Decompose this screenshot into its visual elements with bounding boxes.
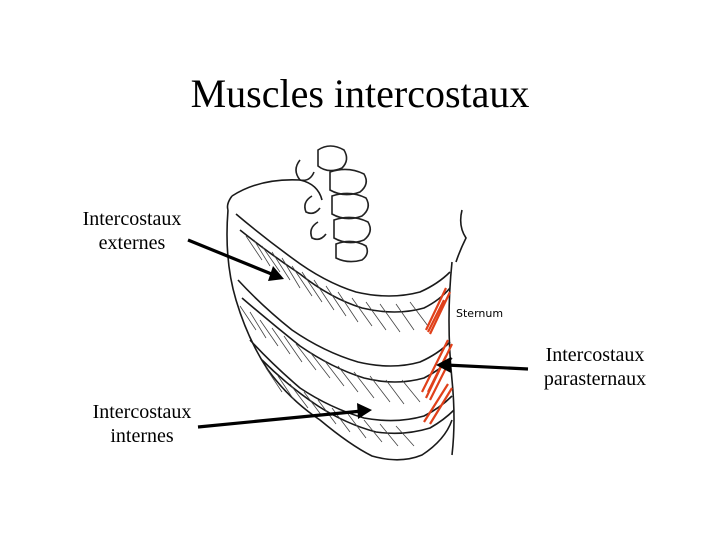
label-line-1: Intercostaux [545,344,645,366]
label-intercostaux-externes: Intercostaux externes [62,207,202,255]
arrow-internes [197,403,372,429]
label-line-1: Intercostaux [82,208,182,230]
label-intercostaux-parasternaux: Intercostaux parasternaux [520,343,670,391]
label-line-2: externes [98,232,166,254]
sternum-label: Sternum [456,307,503,320]
muscle-striations [239,235,429,447]
label-intercostaux-internes: Intercostaux internes [72,400,212,448]
parasternal-muscles [421,287,453,425]
label-line-2: parasternaux [543,368,647,390]
vertebral-column [295,145,372,263]
label-line-1: Intercostaux [92,401,192,423]
label-line-2: internes [110,425,174,447]
arrow-externes [187,238,284,281]
diagram-title: Muscles intercostaux [190,71,530,116]
arrow-parasternaux [436,357,529,373]
